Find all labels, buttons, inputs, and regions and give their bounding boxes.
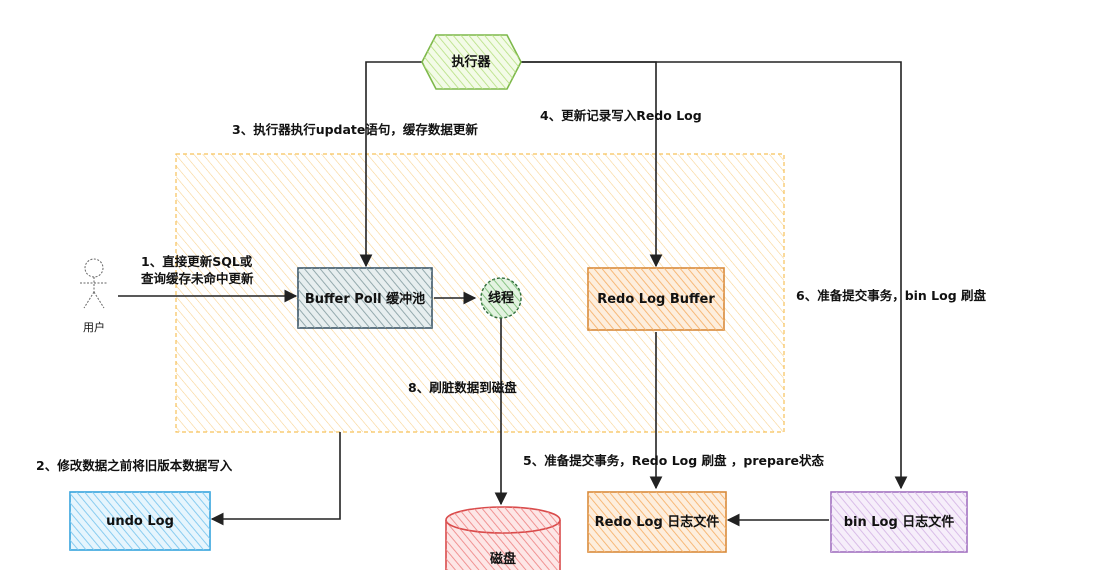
step-6-label: 6、准备提交事务，bin Log 刷盘 bbox=[796, 288, 987, 303]
bin-log-file-label: bin Log 日志文件 bbox=[844, 514, 955, 530]
step-5-label: 5、准备提交事务，Redo Log 刷盘 ，prepare状态 bbox=[523, 453, 825, 468]
executor-to-buffer-pool-arrow bbox=[359, 61, 426, 268]
user-node: 用户 bbox=[80, 258, 108, 334]
thread-node: 线程 bbox=[480, 277, 522, 319]
undo-log-label: undo Log bbox=[106, 514, 174, 529]
step-8-label: 8、刷脏数据到磁盘 bbox=[408, 380, 517, 395]
undo-log-node: undo Log bbox=[69, 491, 211, 551]
disk-node: 磁盘 bbox=[445, 506, 561, 570]
user-icon bbox=[80, 258, 108, 309]
executor-node: 执行器 bbox=[421, 34, 522, 90]
redo-log-buffer-label: Redo Log Buffer bbox=[597, 292, 715, 307]
redo-log-file-node: Redo Log 日志文件 bbox=[587, 491, 727, 553]
step-3-label: 3、执行器执行update语句，缓存数据更新 bbox=[232, 122, 478, 137]
connectors bbox=[118, 61, 908, 527]
executor-label: 执行器 bbox=[451, 54, 491, 70]
step-labels: 3、执行器执行update语句，缓存数据更新 4、更新记录写入Redo Log … bbox=[36, 108, 987, 473]
bin-log-file-node: bin Log 日志文件 bbox=[830, 491, 968, 553]
step-1-label-line1: 1、直接更新SQL或 bbox=[141, 254, 253, 269]
disk-label: 磁盘 bbox=[490, 551, 516, 567]
step-1-label-line2: 查询缓存未命中更新 bbox=[140, 271, 254, 286]
memory-to-undo-log-arrow bbox=[210, 432, 341, 526]
buffer-pool-label: Buffer Poll 缓冲池 bbox=[305, 291, 425, 307]
buffer-pool-node: Buffer Poll 缓冲池 bbox=[297, 267, 433, 329]
executor-to-binlog-arrow bbox=[516, 61, 908, 490]
user-label: 用户 bbox=[83, 320, 105, 334]
thread-label: 线程 bbox=[488, 290, 514, 306]
redo-log-file-label: Redo Log 日志文件 bbox=[595, 514, 720, 530]
step-2-label: 2、修改数据之前将旧版本数据写入 bbox=[36, 458, 233, 473]
step-4-label: 4、更新记录写入Redo Log bbox=[540, 108, 702, 123]
redo-log-buffer-node: Redo Log Buffer bbox=[587, 267, 725, 331]
